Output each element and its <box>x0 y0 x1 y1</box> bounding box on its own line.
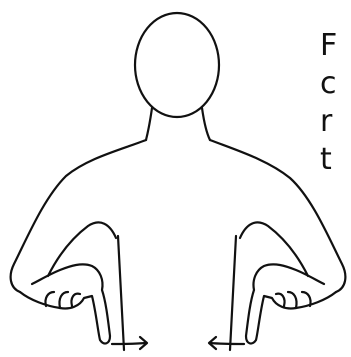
caption-line-4: t <box>320 142 333 178</box>
left-motion-arrow <box>112 343 146 344</box>
neck-left <box>146 108 152 140</box>
left-hand <box>20 264 110 343</box>
right-motion-arrow <box>210 343 244 344</box>
head <box>135 13 219 117</box>
torso-right <box>230 236 236 350</box>
caption-line-3: r <box>320 104 333 140</box>
right-hand <box>246 264 336 343</box>
left-shoulder-arm <box>11 140 146 292</box>
left-inner-arm <box>48 222 116 276</box>
right-inner-arm <box>240 222 308 276</box>
torso-left <box>118 236 124 350</box>
neck-right <box>202 108 210 140</box>
caption-line-2: c <box>320 66 338 102</box>
caption-line-1: F <box>320 28 338 64</box>
